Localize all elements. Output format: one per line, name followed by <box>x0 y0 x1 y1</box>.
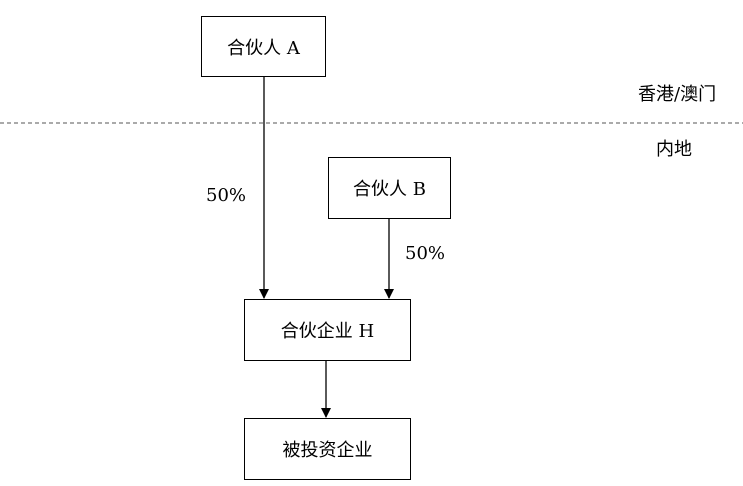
partnership-h-label: 合伙企业 H <box>280 321 375 342</box>
edge-label-partner-a-share: 50% <box>206 185 247 206</box>
partner-b-box: 合伙人 B <box>328 157 451 219</box>
region-label-mainland: 内地 <box>656 139 692 160</box>
partner-b-label: 合伙人 B <box>353 179 426 200</box>
invested-enterprise-box: 被投资企业 <box>244 418 411 480</box>
edge-label-partner-b-share: 50% <box>405 243 446 264</box>
partner-a-box: 合伙人 A <box>201 16 326 77</box>
partnership-h-box: 合伙企业 H <box>244 299 411 361</box>
invested-enterprise-label: 被投资企业 <box>282 440 373 461</box>
partner-a-label: 合伙人 A <box>227 37 300 59</box>
region-label-hk-macau: 香港/澳门 <box>638 84 717 105</box>
